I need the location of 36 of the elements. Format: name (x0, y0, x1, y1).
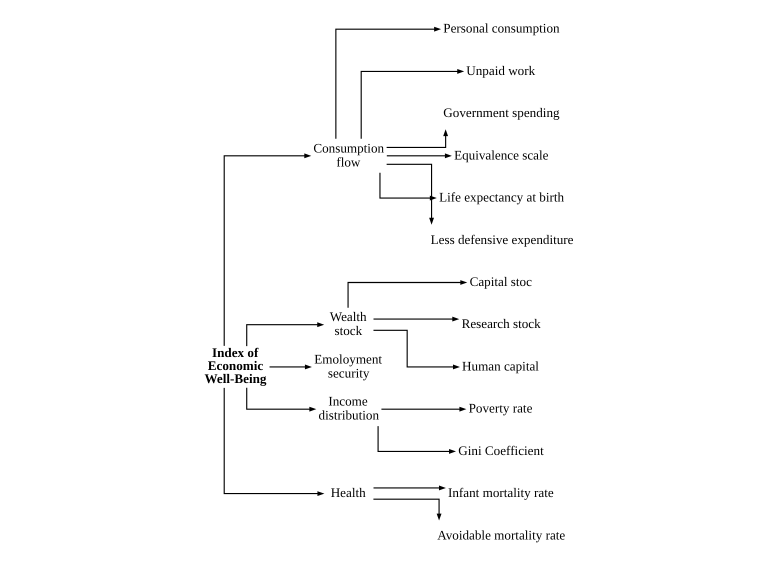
node-text: Capital stoc (470, 274, 532, 289)
node-text: Infant mortality rate (448, 485, 554, 500)
node-text: Government spending (443, 105, 560, 120)
arrow (224, 153, 312, 346)
node-text: Equivalence scale (454, 147, 548, 162)
arrow (246, 388, 316, 412)
arrow (335, 26, 442, 139)
node-text: Research stock (462, 316, 541, 332)
arrow (373, 330, 460, 370)
node-text: Gini Coefficient (458, 442, 544, 458)
arrow (386, 153, 452, 158)
arrow (373, 498, 442, 521)
node-text: Avoidable mortality rate (437, 527, 566, 542)
node-text: Personal consumption (443, 20, 560, 36)
arrow (374, 316, 460, 322)
node-text: Poverty rate (468, 400, 532, 416)
arrow (270, 364, 312, 370)
arrow (246, 322, 324, 346)
arrow (381, 406, 466, 412)
arrow (386, 129, 448, 148)
arrow (374, 486, 446, 490)
node-text: Less defensive expenditure (430, 232, 574, 247)
node-text: Wealth stock (330, 309, 367, 338)
node-text: Life expectancy at birth (439, 190, 564, 205)
arrow (348, 280, 468, 308)
node-text: Index of Economic Well-Being (204, 344, 266, 386)
node-text: Health (330, 485, 366, 500)
node-text: Income distribution (318, 394, 380, 423)
arrow (386, 164, 434, 225)
node-text: Emoloyment security (314, 351, 382, 380)
arrow (378, 426, 456, 454)
node-text: Consumption flow (313, 140, 384, 170)
node-text: Unpaid work (466, 62, 536, 78)
node-text: Human capital (462, 358, 539, 374)
arrow (360, 68, 464, 139)
arrow (224, 388, 324, 496)
